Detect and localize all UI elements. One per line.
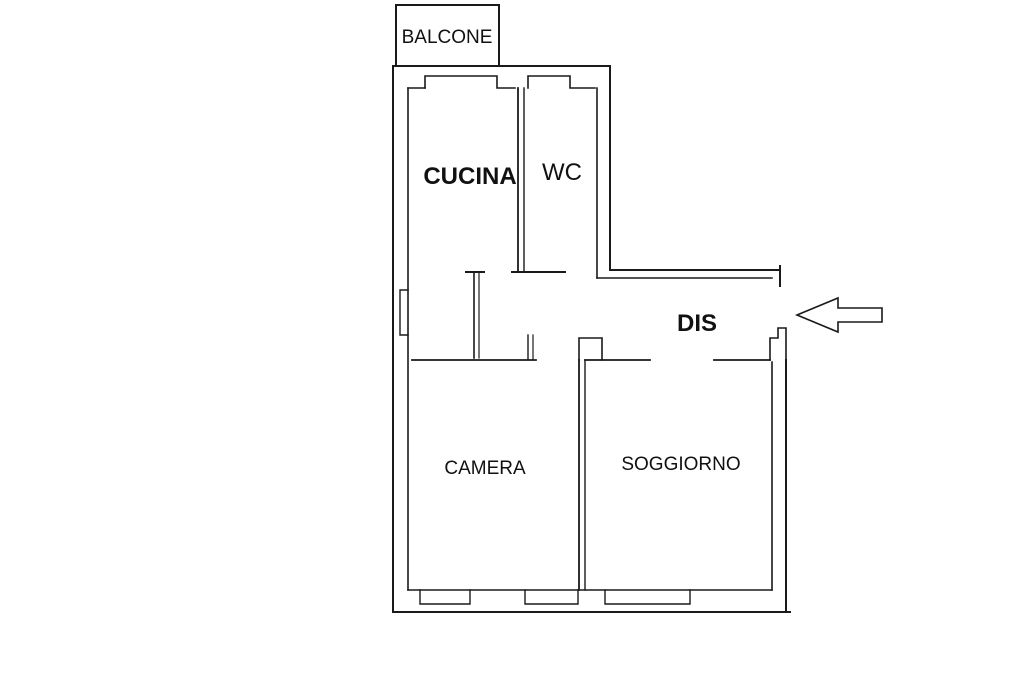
interior-walls	[411, 87, 771, 591]
room-label-balcone: BALCONE	[402, 27, 493, 48]
room-label-camera: CAMERA	[444, 458, 526, 479]
arrow-left-outline-icon	[794, 296, 883, 334]
room-label-soggiorno: SOGGIORNO	[621, 454, 740, 475]
room-label-wc: WC	[542, 159, 582, 186]
outer-walls	[392, 65, 791, 613]
room-label-dis: DIS	[677, 310, 717, 337]
room-label-cucina: CUCINA	[423, 163, 516, 190]
